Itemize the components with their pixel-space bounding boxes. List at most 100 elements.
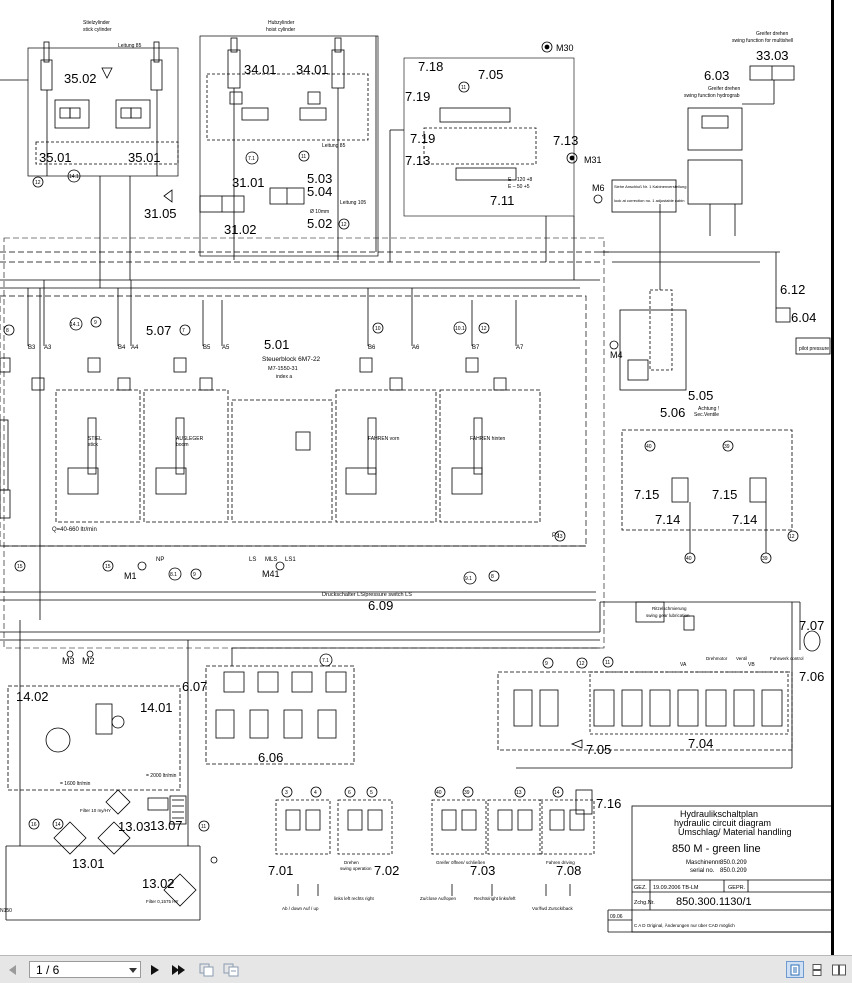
- continuous-view-icon[interactable]: [808, 961, 826, 978]
- page-indicator: 1 / 6: [36, 962, 60, 977]
- drehmotor-label: Drehmotor: [706, 656, 728, 661]
- flow-rate-label: Q=40-660 ltr/min: [52, 527, 97, 533]
- label-links-rechts: links left rechts right: [334, 896, 375, 901]
- title-gez-label: GEZ.: [634, 885, 647, 891]
- component-7-14-a: 7.14: [655, 512, 680, 527]
- port-m3: M3: [62, 656, 75, 666]
- steuerblock-index: index a: [276, 374, 292, 380]
- svg-text:6: 6: [348, 790, 351, 796]
- e-values-1: E – 120 +8: [508, 177, 533, 183]
- svg-text:39: 39: [762, 556, 768, 562]
- svg-text:11: 11: [301, 154, 306, 160]
- svg-text:9: 9: [545, 661, 548, 667]
- svg-text:14.1: 14.1: [69, 174, 79, 180]
- port-a7: A7: [516, 345, 524, 351]
- port-mls: MLS: [265, 557, 277, 563]
- e-values-2: E – 50 +5: [508, 184, 530, 190]
- single-page-view-icon[interactable]: [786, 961, 804, 978]
- page-right-edge: [831, 0, 833, 955]
- label-rechts-links: Rechts/right links/left: [474, 896, 516, 901]
- port-m2: M2: [82, 656, 95, 666]
- component-7-07: 7.07: [799, 618, 824, 633]
- component-5-05: 5.05: [688, 388, 713, 403]
- component-5-07: 5.07: [146, 323, 171, 338]
- svg-text:11: 11: [461, 85, 466, 91]
- port-m30: M30: [556, 43, 574, 53]
- component-5-01: 5.01: [264, 337, 289, 352]
- document-page: Stielzylinder stick cylinder Leitung 85 …: [0, 0, 834, 955]
- pilot-pressure-label: pilot pressure: [799, 346, 829, 352]
- title-zchg-value: 850.300.1130/1: [676, 896, 752, 908]
- hoist-cylinder-label-de: Hubzylinder: [268, 20, 295, 26]
- label-drehen: Drehen: [344, 860, 359, 865]
- component-7-15-a: 7.15: [634, 487, 659, 502]
- svg-text:15: 15: [17, 564, 23, 570]
- achtung-label: Achtung !: [698, 406, 719, 412]
- component-7-16: 7.16: [596, 796, 621, 811]
- svg-text:3: 3: [285, 790, 288, 796]
- component-35-01-b: 35.01: [128, 150, 161, 165]
- double-triangle-right-icon[interactable]: [170, 962, 188, 978]
- port-ls1: LS1: [285, 557, 296, 563]
- triangle-left-icon[interactable]: [6, 962, 20, 978]
- facing-view-icon[interactable]: [830, 961, 848, 978]
- component-7-02: 7.02: [374, 863, 399, 878]
- port-ls: LS: [249, 557, 256, 563]
- swing-gear-lub-de: Ritzelschmierung: [652, 606, 687, 611]
- filter-hy: Filter 10 my/HY: [80, 808, 111, 813]
- swing-hydrograb-de: Greifer drehen: [708, 86, 740, 92]
- component-6-07: 6.07: [182, 679, 207, 694]
- valve-31-group: 31.01 31.02 31.05 5.03 5.04 5.02 Leitung…: [144, 171, 366, 237]
- chevron-down-icon[interactable]: [126, 965, 140, 975]
- svg-text:N150: N150: [0, 908, 12, 914]
- port-m1: M1: [124, 571, 137, 581]
- triangle-right-icon[interactable]: [148, 962, 162, 978]
- svg-text:12: 12: [579, 661, 585, 667]
- label-ab-auf: Ab / down Auf / up: [282, 906, 319, 911]
- title-en: hydraulic circuit diagram: [674, 818, 771, 828]
- component-7-14-b: 7.14: [732, 512, 757, 527]
- svg-text:11: 11: [605, 660, 610, 666]
- sec-ventile-label: Sec.Ventile: [694, 412, 719, 418]
- component-7-08: 7.08: [556, 863, 581, 878]
- hydraulic-schematic: Stielzylinder stick cylinder Leitung 85 …: [0, 0, 834, 955]
- component-7-19: 7.19: [405, 89, 430, 104]
- title-block: Hydraulikschaltplan hydraulic circuit di…: [607, 805, 833, 933]
- port-a6: A6: [412, 345, 420, 351]
- svg-text:10.1: 10.1: [455, 326, 465, 332]
- swing-function-group: Greifer drehen swing function for multis…: [684, 31, 795, 236]
- svg-text:14.1: 14.1: [70, 322, 80, 328]
- port-b7: B7: [472, 345, 480, 351]
- port-np: NP: [156, 557, 164, 563]
- svg-text:13: 13: [557, 534, 563, 540]
- svg-text:7.1: 7.1: [248, 156, 255, 162]
- lower-right-group: Ritzelschmierung swing gear lubrication …: [497, 601, 824, 769]
- page-number-select[interactable]: 1 / 6: [29, 961, 141, 978]
- title-rev: 09.06: [610, 914, 623, 920]
- component-7-19-b: 7.19: [410, 131, 435, 146]
- title-serial-label: serial no.: [690, 868, 715, 874]
- port-b4: B4: [118, 345, 126, 351]
- component-34-01-a: 34.01: [244, 62, 277, 77]
- title-model: 850 M - green line: [672, 843, 761, 855]
- component-6-04: 6.04: [791, 310, 816, 325]
- svg-text:40: 40: [646, 444, 652, 450]
- steuerblock-label: Steuerblock 6M7-22: [262, 356, 321, 363]
- svg-text:9: 9: [94, 320, 97, 326]
- page-multi-icon[interactable]: [222, 962, 240, 978]
- component-6-06: 6.06: [258, 750, 283, 765]
- hoist-cylinder-group: Hubzylinder hoist cylinder 34.01 34.01 L…: [199, 20, 379, 257]
- component-31-02: 31.02: [224, 222, 257, 237]
- swing-hydrograb-en: swing function hydrograb: [684, 93, 740, 99]
- page-copy-icon[interactable]: [198, 962, 216, 978]
- component-14-01: 14.01: [140, 700, 173, 715]
- title-cad-note: C A D Original, Änderungen nur über CAD …: [634, 922, 735, 928]
- port-m6: M6: [592, 183, 605, 193]
- component-7-11: 7.11: [490, 193, 514, 208]
- title-gepr-label: GEPR.: [728, 885, 746, 891]
- component-31-01: 31.01: [232, 175, 265, 190]
- component-7-05-b: 7.05: [586, 742, 611, 757]
- svg-text:9.1: 9.1: [465, 576, 472, 582]
- pdf-viewer-toolbar: 1 / 6: [0, 955, 852, 983]
- svg-text:12: 12: [341, 222, 347, 228]
